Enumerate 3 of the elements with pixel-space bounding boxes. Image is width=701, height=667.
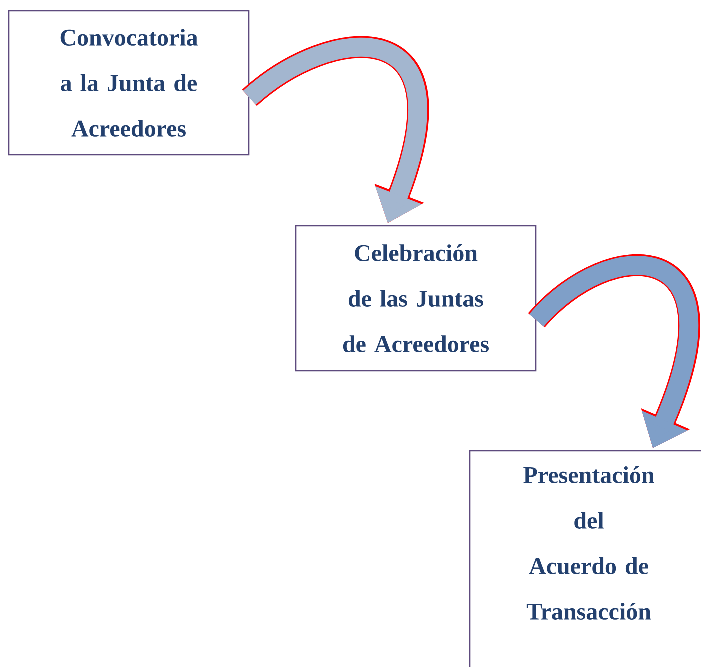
process-box: Celebración de las Juntas de Acreedores [295,225,537,372]
process-box: Presentación del Acuerdo de Transacción [469,450,701,667]
process-box: Convocatoria a la Junta de Acreedores [8,10,250,156]
